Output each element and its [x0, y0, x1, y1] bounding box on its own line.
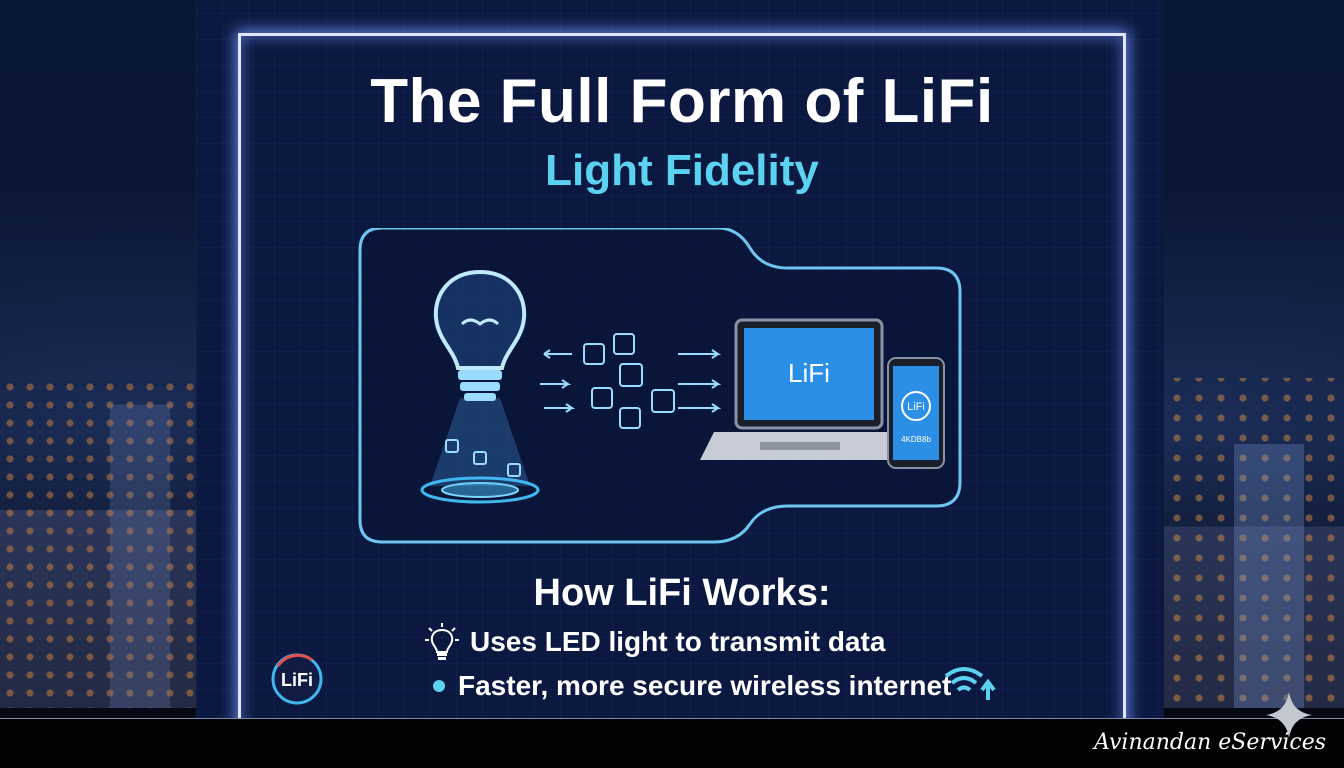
bullet-item: Uses LED light to transmit data: [470, 626, 886, 657]
how-heading: How LiFi Works:: [533, 572, 831, 614]
phone-icon: [887, 357, 945, 469]
wifi-upload-icon: [944, 667, 996, 700]
laptop-icon: [700, 318, 904, 460]
city-skyline-left: [0, 378, 200, 708]
lifi-diagram: LiFi LiFi 4KDB8b: [358, 228, 962, 544]
city-skyline-right: [1144, 378, 1344, 708]
bullet-dot-icon: [433, 680, 445, 692]
bulb-bullet-icon: [425, 623, 459, 660]
bullet-item: Faster, more secure wireless internet: [458, 670, 952, 701]
footer-bar: [0, 718, 1344, 768]
phone-caption: 4KDB8b: [901, 435, 931, 444]
laptop-screen-label: LiFi: [788, 358, 830, 388]
brand-watermark: Avinandan eServices: [1094, 730, 1326, 755]
sparkle-icon: [1266, 692, 1312, 738]
page-title: The Full Form of LiFi: [370, 67, 994, 136]
light-bulb-icon: [420, 269, 540, 504]
lifi-logo: LiFi: [271, 653, 323, 705]
data-arrows-icon: [540, 333, 722, 429]
page-subtitle: Light Fidelity: [545, 146, 819, 195]
logo-text: LiFi: [281, 670, 313, 690]
phone-screen-label: LiFi: [907, 401, 925, 413]
